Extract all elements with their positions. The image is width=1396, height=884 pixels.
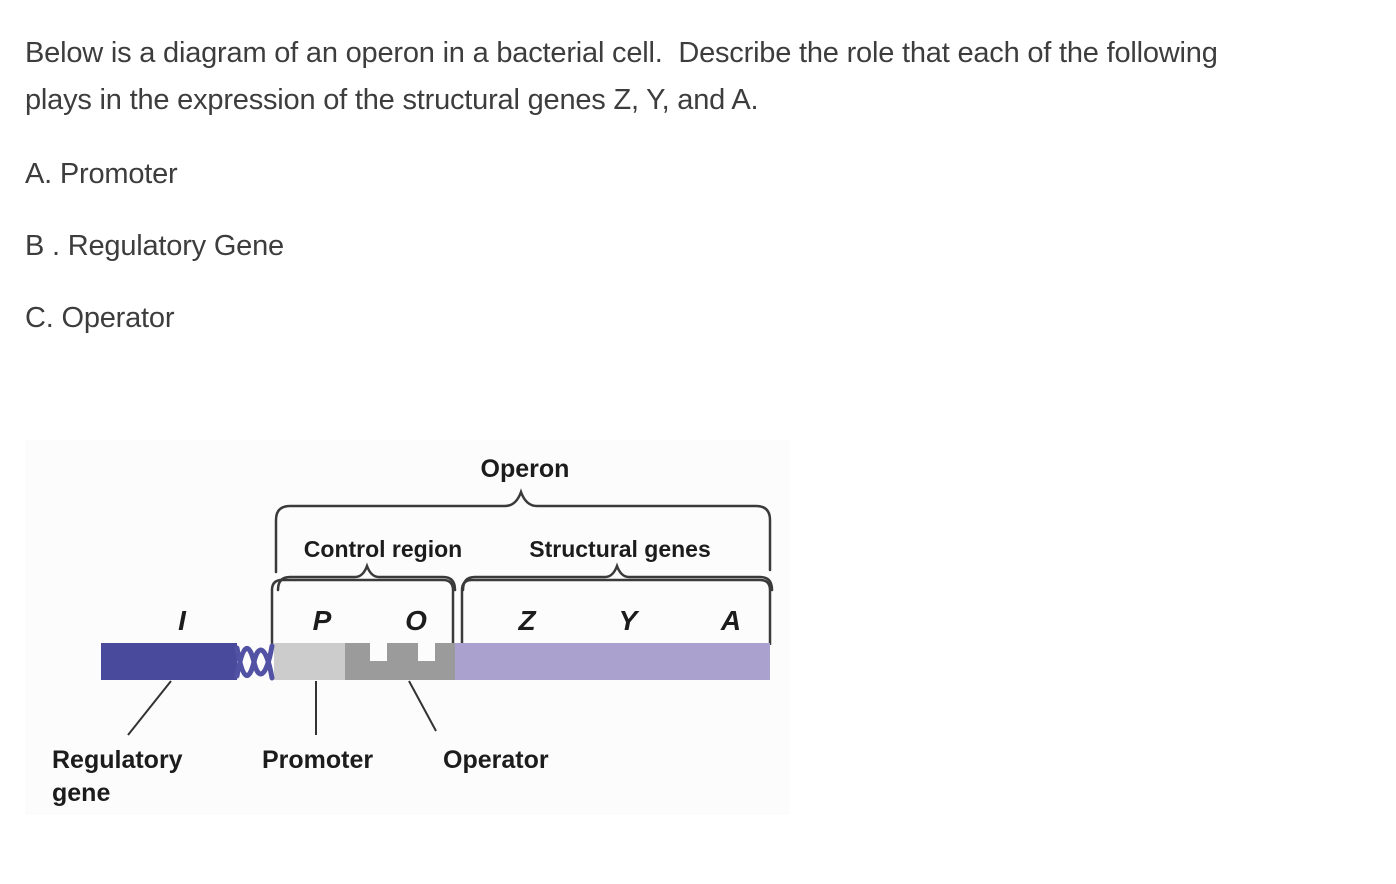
operator-pointer-line bbox=[408, 680, 437, 732]
gene-a-letter: A bbox=[720, 605, 741, 636]
operator-segment bbox=[345, 643, 455, 680]
dna-helix-icon bbox=[234, 643, 275, 679]
regulatory-gene-pointer-line bbox=[127, 680, 172, 736]
control-region-brace bbox=[276, 562, 457, 592]
question-text-line-1: Below is a diagram of an operon in a bac… bbox=[25, 37, 1218, 69]
control-region-label: Control region bbox=[304, 536, 462, 562]
regulatory-gene-callout-line2: gene bbox=[52, 779, 110, 807]
control-region-box bbox=[270, 578, 455, 645]
operon-label: Operon bbox=[481, 455, 570, 483]
structural-genes-label: Structural genes bbox=[529, 536, 711, 562]
question-item-c-operator: C. Operator bbox=[25, 302, 175, 334]
operon-brace bbox=[274, 488, 772, 574]
structural-genes-segment bbox=[455, 643, 770, 680]
question-text-line-2: plays in the expression of the structura… bbox=[25, 84, 759, 116]
regulatory-gene-callout-line1: Regulatory bbox=[52, 746, 183, 774]
structural-genes-brace bbox=[461, 562, 774, 592]
regulatory-gene-segment bbox=[101, 643, 237, 680]
operator-callout: Operator bbox=[443, 746, 549, 774]
promoter-segment bbox=[274, 643, 345, 680]
question-item-b-regulatory-gene: B . Regulatory Gene bbox=[25, 230, 284, 262]
gene-z-letter: Z bbox=[517, 605, 536, 636]
operator-letter: O bbox=[405, 605, 427, 636]
promoter-callout: Promoter bbox=[262, 746, 373, 774]
question-item-a-promoter: A. Promoter bbox=[25, 158, 178, 190]
promoter-letter: P bbox=[313, 605, 332, 636]
gene-y-letter: Y bbox=[619, 605, 640, 636]
operon-diagram: Operon Control region Structural genes I… bbox=[25, 440, 790, 815]
structural-genes-box bbox=[460, 578, 772, 645]
operon-diagram-svg: Operon Control region Structural genes I… bbox=[52, 455, 774, 807]
regulatory-gene-letter: I bbox=[178, 605, 187, 636]
